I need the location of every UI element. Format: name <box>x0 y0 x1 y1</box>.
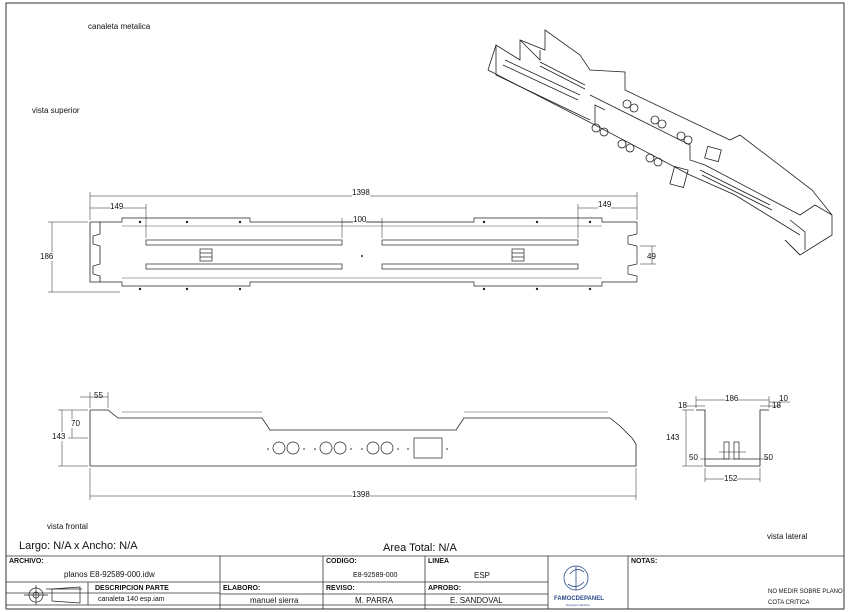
dim-top-center-gap: 100 <box>353 215 367 224</box>
size-info: Largo: N/A x Ancho: N/A <box>19 540 138 552</box>
dim-side-base: 152 <box>724 474 738 483</box>
aprobo-label: APROBO: <box>428 585 462 592</box>
archivo-value: planos E8-92589-000.idw <box>64 570 155 579</box>
dim-front-inner: 70 <box>71 419 80 428</box>
codigo-label: CODIGO: <box>326 558 357 565</box>
note-no-medir: NO MEDIR SOBRE PLANO <box>768 589 843 595</box>
drawing-title: canaleta metalica <box>88 22 151 31</box>
logo-text: FAMOCDEPANEL <box>554 596 604 602</box>
side-view <box>682 396 790 482</box>
notas-label: NOTAS: <box>631 558 658 565</box>
isometric-view <box>487 29 833 256</box>
descripcion-label: DESCRIPCION PARTE <box>95 585 169 592</box>
dim-front-height: 143 <box>52 432 66 441</box>
reviso-label: REVISO: <box>326 585 355 592</box>
logo-subtext: Energía Industrial <box>566 603 590 607</box>
dim-top-right-offset: 149 <box>598 200 612 209</box>
archivo-label: ARCHIVO: <box>9 558 44 565</box>
sheet-border <box>5 2 845 610</box>
dim-front-length: 1398 <box>352 490 370 499</box>
descripcion-value: canaleta 140 esp.iam <box>98 596 165 603</box>
dim-side-width: 186 <box>725 394 739 403</box>
top-view <box>48 192 656 293</box>
top-view-label: vista superior <box>32 106 80 115</box>
dim-top-left-offset: 149 <box>110 202 124 211</box>
linea-label: LINEA <box>428 558 449 565</box>
side-view-label: vista lateral <box>767 532 808 541</box>
area-info: Area Total: N/A <box>383 542 457 554</box>
aprobo-value: E. SANDOVAL <box>450 596 503 605</box>
title-block-grid <box>6 555 844 609</box>
elaboro-label: ELABORO: <box>223 585 261 592</box>
dim-front-step: 55 <box>94 391 103 400</box>
linea-value: ESP <box>474 571 491 580</box>
dim-side-lip: 10 <box>779 394 788 403</box>
dim-top-height: 186 <box>40 252 54 261</box>
dim-side-left-flange: 18 <box>678 401 687 410</box>
note-cota-critica: COTA CRITICA <box>768 600 810 606</box>
dim-side-right-flange: 18 <box>772 401 781 410</box>
dim-side-right-base: 50 <box>764 453 773 462</box>
dim-side-height: 143 <box>666 433 680 442</box>
codigo-value: E8-92589-000 <box>353 572 398 579</box>
projection-symbol <box>24 585 82 605</box>
company-logo <box>563 565 589 591</box>
dim-side-left-base: 50 <box>689 453 698 462</box>
front-view-label: vista frontal <box>47 522 88 531</box>
iso-knockouts <box>591 99 693 167</box>
front-view <box>58 392 637 500</box>
front-knockouts <box>272 437 443 459</box>
reviso-value: M. PARRA <box>355 596 394 605</box>
elaboro-value: manuel sierra <box>250 596 299 605</box>
dim-top-length: 1398 <box>352 188 370 197</box>
dim-top-right-height: 49 <box>647 252 656 261</box>
